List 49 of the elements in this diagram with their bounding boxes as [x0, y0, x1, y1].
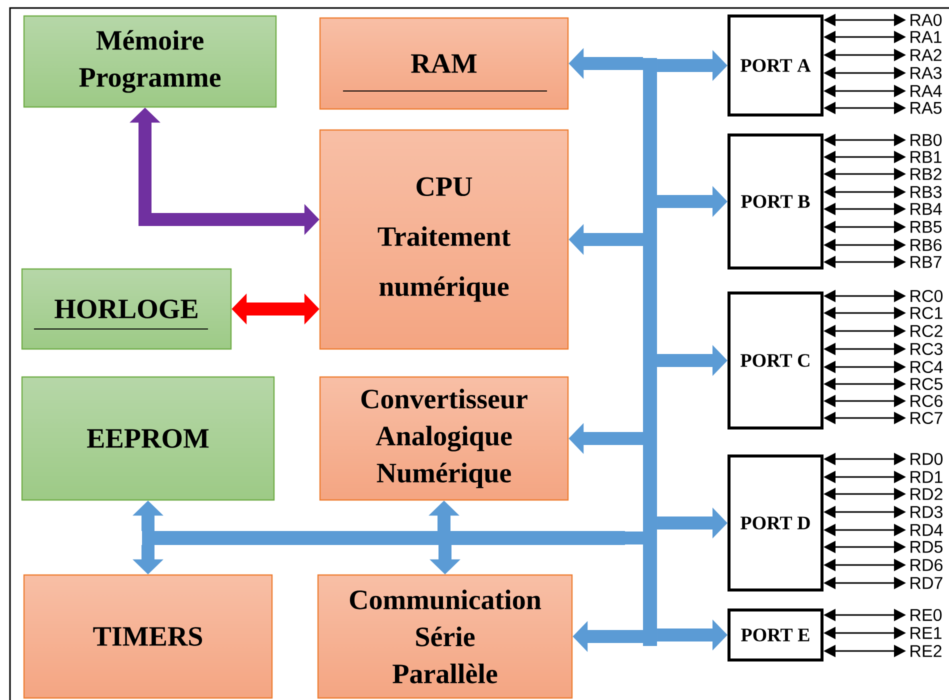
pin-label: RB6 [910, 238, 942, 252]
block-box: EEPROM [21, 376, 275, 501]
block-box: CPU Traitement numérique [319, 129, 569, 350]
port-box: PORT A [728, 14, 824, 116]
pin-label: RD3 [910, 506, 942, 518]
pin-label: RB3 [910, 186, 942, 198]
pin-label: RC1 [910, 306, 942, 320]
port-box: PORT E [728, 608, 824, 662]
pin-label: RD1 [910, 471, 942, 483]
pin-label: RA2 [910, 49, 942, 61]
block-box: HORLOGE [21, 268, 232, 350]
port-box: PORT D [728, 454, 824, 592]
pin-label: RC2 [910, 324, 942, 338]
port-box: PORT B [728, 134, 824, 270]
pin-label: RA5 [910, 102, 942, 114]
block-box: Mémoire Programme [23, 15, 277, 108]
pin-label: RD5 [910, 541, 942, 553]
block-box: Convertisseur Analogique Numérique [319, 376, 569, 501]
pin-label: RE1 [910, 627, 942, 639]
pin-label: RB0 [910, 134, 942, 146]
pin-label: RC6 [910, 394, 942, 408]
pin-label: RC0 [910, 290, 943, 302]
pin-label: RC4 [910, 360, 943, 374]
pin-label: RD2 [910, 488, 942, 500]
pin-label: RB7 [910, 256, 942, 268]
bus-bar [142, 531, 625, 545]
port-box: PORT C [728, 292, 824, 430]
block-box: RAM [319, 17, 569, 110]
pin-label: RB2 [910, 168, 942, 180]
pin-label: RA0 [910, 14, 942, 26]
pin-label: RD0 [910, 452, 943, 466]
pin-label: RB4 [910, 203, 942, 215]
pin-label: RB1 [910, 151, 942, 163]
pin-label: RD6 [910, 558, 942, 572]
pin-label: RB5 [910, 221, 942, 233]
pin-label: RE2 [910, 645, 942, 657]
pin-label: RC5 [910, 378, 942, 390]
pin-label: RD7 [910, 577, 942, 589]
pin-label: RE0 [910, 608, 942, 622]
block-box: Communication Série Parallèle [317, 574, 573, 699]
pin-label: RA1 [910, 31, 942, 43]
bus-bar [643, 58, 657, 646]
pin-label: RD4 [910, 524, 943, 536]
pin-label: RA4 [910, 85, 942, 97]
pin-label: RA3 [910, 66, 942, 80]
block-box: TIMERS [23, 574, 273, 699]
pin-label: RC3 [910, 342, 942, 356]
pin-label: RC7 [910, 412, 942, 424]
bus-line [625, 532, 643, 544]
